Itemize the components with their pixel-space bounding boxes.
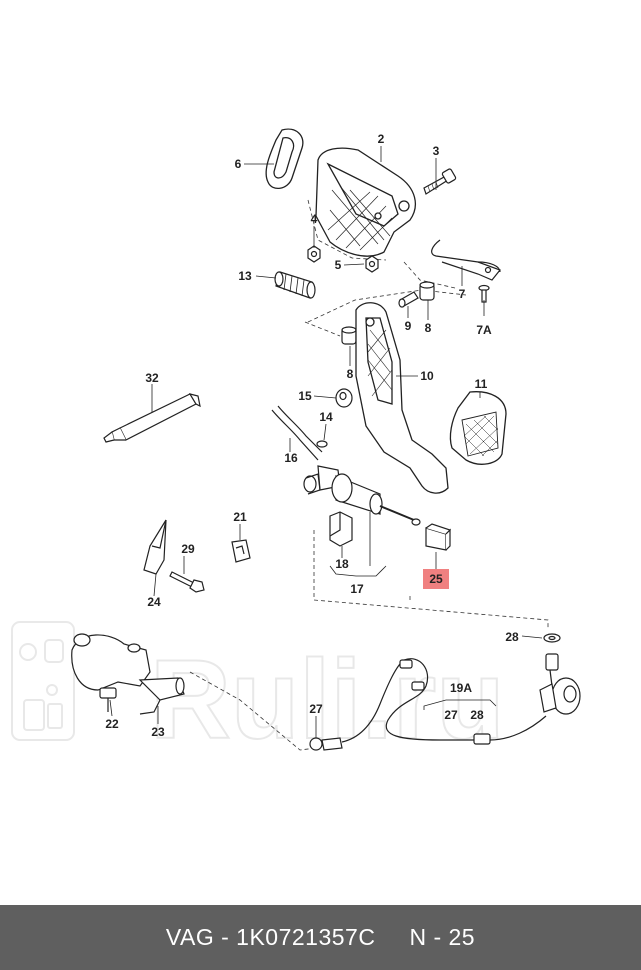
footer-item-number: N - 25: [409, 924, 476, 950]
part-13-spring: [274, 271, 316, 299]
callout-15: 15: [298, 389, 312, 403]
callout-8b: 8: [347, 367, 354, 381]
callout-28b: 28: [470, 708, 484, 722]
part-24-bracket: [143, 519, 167, 575]
part-27-connector: [309, 737, 343, 751]
guide-lines: [189, 199, 549, 751]
release-bearing: [539, 653, 581, 715]
part-15-grommet: [335, 388, 353, 408]
part-10-pedal-arm: [355, 302, 449, 494]
part-7-clip: [431, 239, 501, 281]
part-17-master-cylinder: [303, 465, 421, 526]
callout-19a: 19A: [450, 681, 472, 695]
callout-27b: 27: [309, 702, 323, 716]
callout-6: 6: [235, 157, 242, 171]
callout-2: 2: [378, 132, 385, 146]
part-23-slave-cylinder: [71, 633, 185, 715]
highlight-box: [423, 569, 449, 589]
part-3-bolt: [423, 168, 457, 195]
exploded-parts-diagram: Ruli.ru: [11, 128, 581, 763]
part-18-bracket: [329, 511, 353, 547]
callouts: 2 3 6 4 5 13 7 7A 9 8 8 10 11 32 15 14 1…: [105, 132, 519, 739]
callout-17: 17: [350, 582, 364, 596]
part-14-clip: [316, 440, 328, 448]
callout-7: 7: [459, 287, 466, 301]
callout-5: 5: [335, 258, 342, 272]
callout-22: 22: [105, 717, 119, 731]
part-6-pedal-cap: [265, 128, 304, 189]
part-8-bushing-lower: [341, 326, 357, 345]
callout-10: 10: [420, 369, 434, 383]
part-22-bolt: [99, 687, 117, 712]
callout-14: 14: [319, 410, 333, 424]
leader-lines: [109, 146, 543, 738]
callout-11: 11: [475, 377, 488, 391]
callout-13: 13: [238, 269, 252, 283]
callout-21: 21: [233, 510, 247, 524]
part-9-pin: [398, 291, 419, 308]
part-25-clip: [425, 523, 452, 551]
callout-29: 29: [181, 542, 195, 556]
callout-23: 23: [151, 725, 165, 739]
watermark-logo: [11, 621, 75, 741]
part-4-nut: [307, 245, 321, 263]
callout-4: 4: [311, 212, 318, 226]
footer-bar: VAG - 1K0721357C N - 25: [0, 905, 641, 970]
part-2-pedal-bracket: [315, 147, 416, 257]
part-5-nut: [365, 255, 379, 273]
callout-25: 25: [429, 572, 443, 586]
part-19a-hydraulic-line: [341, 658, 547, 743]
footer-part-code: VAG - 1K0721357C: [165, 924, 376, 950]
part-19a-fittings: [399, 659, 491, 745]
callout-24: 24: [147, 595, 161, 609]
callout-27a: 27: [444, 708, 458, 722]
part-8-bushing-upper: [419, 281, 435, 301]
part-32-grease-tube: [103, 393, 201, 443]
part-29-bolt: [169, 571, 205, 593]
callout-3: 3: [433, 144, 440, 158]
part-21-clip: [231, 539, 251, 563]
callout-9: 9: [405, 319, 412, 333]
callout-16: 16: [284, 451, 298, 465]
callout-7a: 7A: [476, 323, 492, 337]
callout-8a: 8: [425, 321, 432, 335]
callout-32: 32: [145, 371, 159, 385]
callout-18: 18: [335, 557, 349, 571]
callout-28a: 28: [505, 630, 519, 644]
part-16-hose: [271, 405, 323, 461]
part-7a-screw: [478, 284, 490, 303]
part-28-seal: [543, 633, 561, 643]
part-11-pedal-pad: [449, 391, 507, 465]
